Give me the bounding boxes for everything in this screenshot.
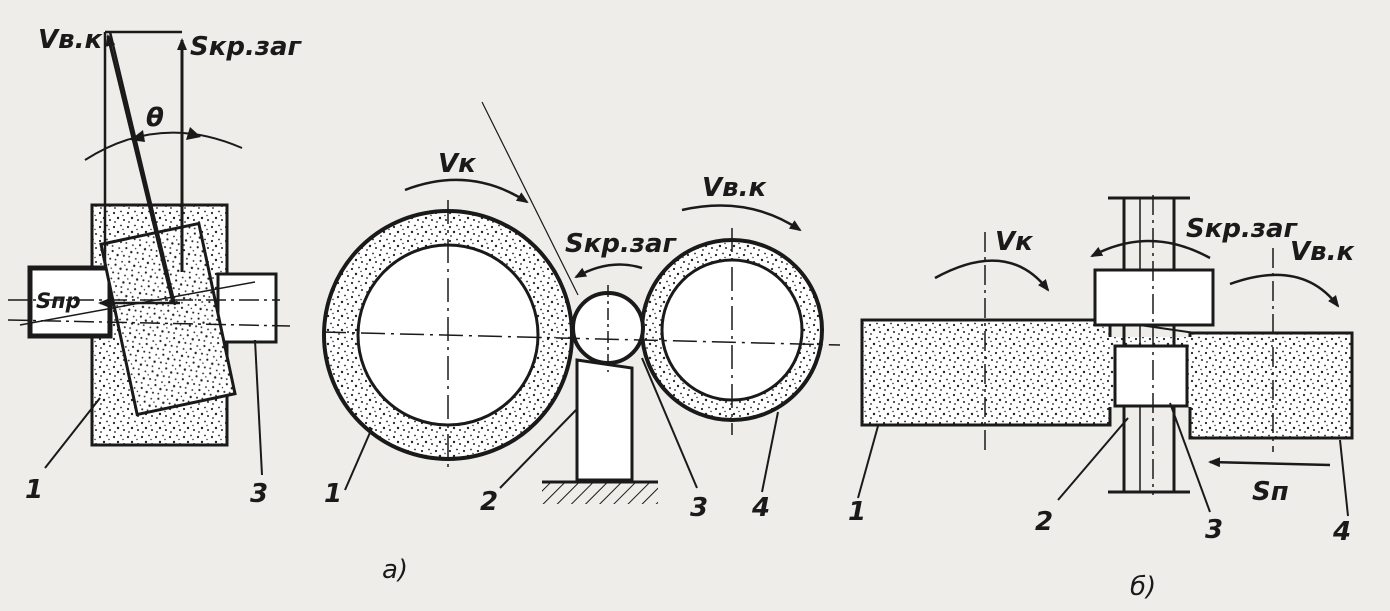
- s-label: Sкр.заг: [565, 229, 678, 259]
- grinding-wheel: [860, 318, 1112, 427]
- vk-arrow: [934, 259, 1050, 292]
- vvk-arrow: [1229, 273, 1340, 308]
- vk-label: Vк: [995, 227, 1034, 257]
- part-number-3: 3: [1205, 515, 1223, 545]
- work-rest: [575, 358, 634, 482]
- left-view: Vв.к Sкр.заг θ Sпр 1 3: [7, 25, 303, 509]
- vvk-label: Vв.к: [1290, 237, 1355, 267]
- view-a: Vк Sкр.заг Vв.к 1 2 3 4 а): [321, 101, 841, 585]
- regulating-wheel: [1188, 331, 1354, 440]
- v-resultant-arrow: [105, 34, 175, 304]
- view-b: Vк Sкр.заг Vв.к Sп 1 2 3 4 б): [848, 195, 1355, 602]
- s-blank-rot-arrow: [1090, 239, 1211, 260]
- vk-label: Vк: [438, 149, 477, 179]
- part-number-2: 2: [1035, 507, 1053, 537]
- angle-label: θ: [146, 103, 164, 133]
- feed-label: Sп: [1252, 477, 1289, 507]
- workpiece-upper: [1093, 268, 1215, 327]
- caption-b: б): [1130, 572, 1156, 602]
- part-number-4: 4: [751, 493, 770, 523]
- part-number-3: 3: [690, 493, 708, 523]
- part-number-1: 1: [848, 497, 866, 527]
- workpiece-lower: [1113, 344, 1189, 408]
- workpiece-left-stub: [27, 265, 113, 339]
- vk-arrow: [404, 178, 529, 204]
- caption-a: а): [382, 555, 408, 585]
- part-number-2: 2: [480, 487, 498, 517]
- tilted-regulating-wheel: [99, 221, 237, 417]
- workpiece-right-stub: [216, 272, 278, 344]
- vvk-arrow: [681, 204, 802, 232]
- part-number-1: 1: [324, 479, 342, 509]
- v-label: Vв.к: [38, 25, 103, 55]
- part-number-4: 4: [1332, 517, 1351, 547]
- part-number-3: 3: [250, 479, 268, 509]
- part-number-1: 1: [25, 475, 43, 505]
- ground-hatch: [542, 482, 658, 504]
- s-label: Sкр.заг: [190, 32, 303, 62]
- s-blank-rot-arrow: [574, 263, 643, 279]
- vvk-label: Vв.к: [702, 173, 767, 203]
- feed-label: Sпр: [36, 289, 81, 313]
- feed-arrow: [1208, 457, 1331, 468]
- s-label: Sкр.заг: [1186, 214, 1299, 244]
- angle-arc: [84, 131, 243, 161]
